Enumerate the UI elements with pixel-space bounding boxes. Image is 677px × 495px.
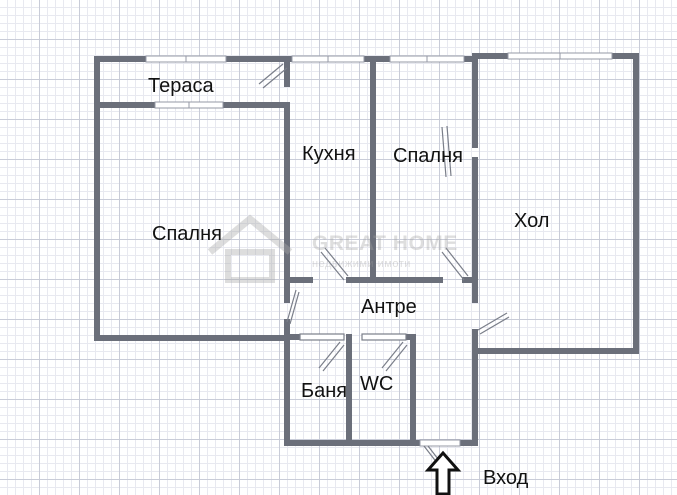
- walls: [94, 53, 639, 446]
- entrance-label: Вход: [483, 467, 529, 489]
- room-label-living-room: Хол: [514, 210, 550, 232]
- doors: [258, 63, 510, 469]
- room-label-kitchen: Кухня: [302, 143, 356, 165]
- room-label-bedroom-large: Спалня: [152, 223, 222, 245]
- room-label-hallway: Антре: [361, 296, 417, 318]
- entrance-arrow-icon: [424, 450, 462, 495]
- room-label-toilet: WC: [360, 373, 394, 395]
- room-label-bedroom-small: Спалня: [393, 145, 463, 167]
- room-label-terrace: Тераса: [148, 75, 214, 97]
- room-label-bathroom: Баня: [301, 380, 348, 402]
- windows: [145, 52, 613, 447]
